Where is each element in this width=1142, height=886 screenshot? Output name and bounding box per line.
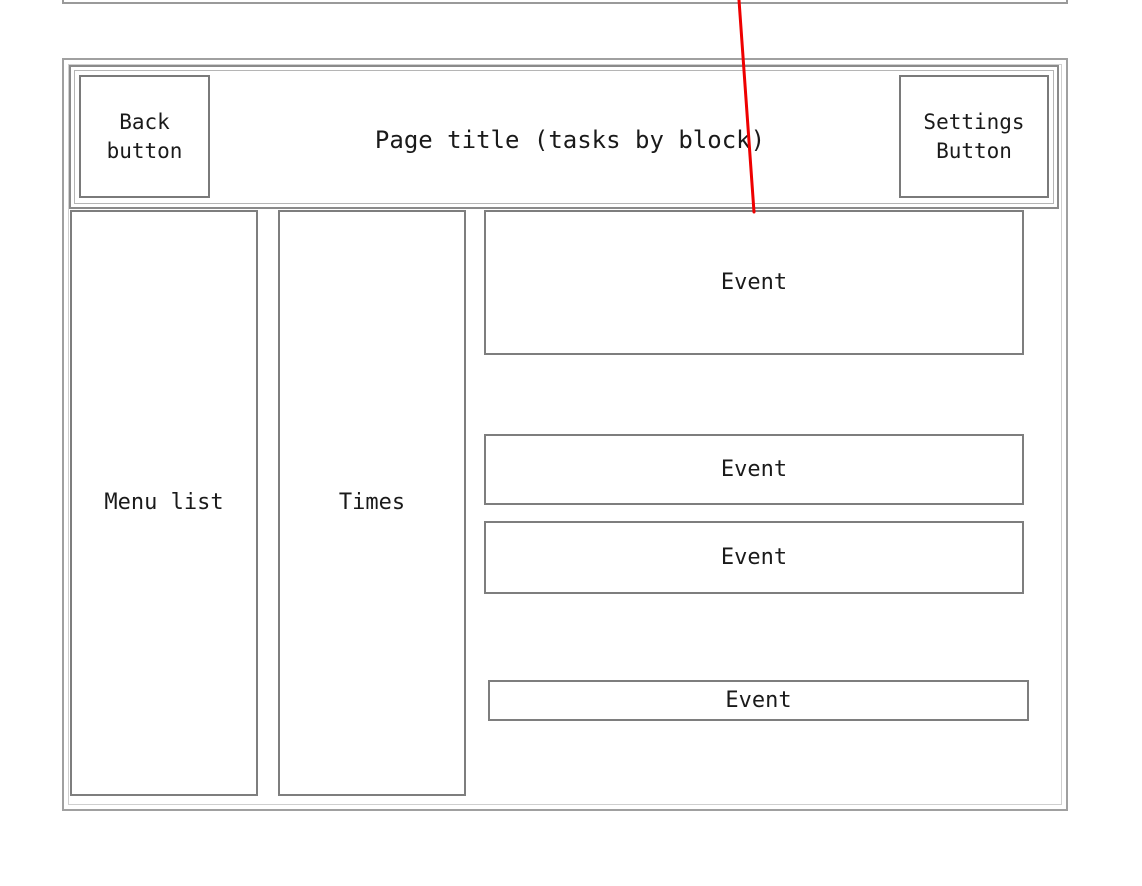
event-label: Event [720,544,788,570]
event-label: Event [720,269,788,295]
event-block[interactable]: Event [484,521,1024,594]
event-block[interactable]: Event [484,434,1024,505]
event-block[interactable]: Event [484,210,1024,355]
settings-button-label: Settings Button [923,110,1025,163]
settings-button[interactable]: Settings Button [899,75,1049,198]
top-frame-edge [62,0,1068,4]
page-title: Page title (tasks by block) [374,125,766,154]
back-button[interactable]: Back button [79,75,210,198]
event-label: Event [720,456,788,482]
menu-list[interactable]: Menu list [70,210,258,796]
header-bar-inner [74,70,1054,204]
event-label: Event [725,687,792,713]
menu-list-label: Menu list [104,490,224,516]
back-button-label: Back button [106,110,183,163]
times-label: Times [338,490,406,516]
event-block[interactable]: Event [488,680,1029,721]
times-column: Times [278,210,466,796]
